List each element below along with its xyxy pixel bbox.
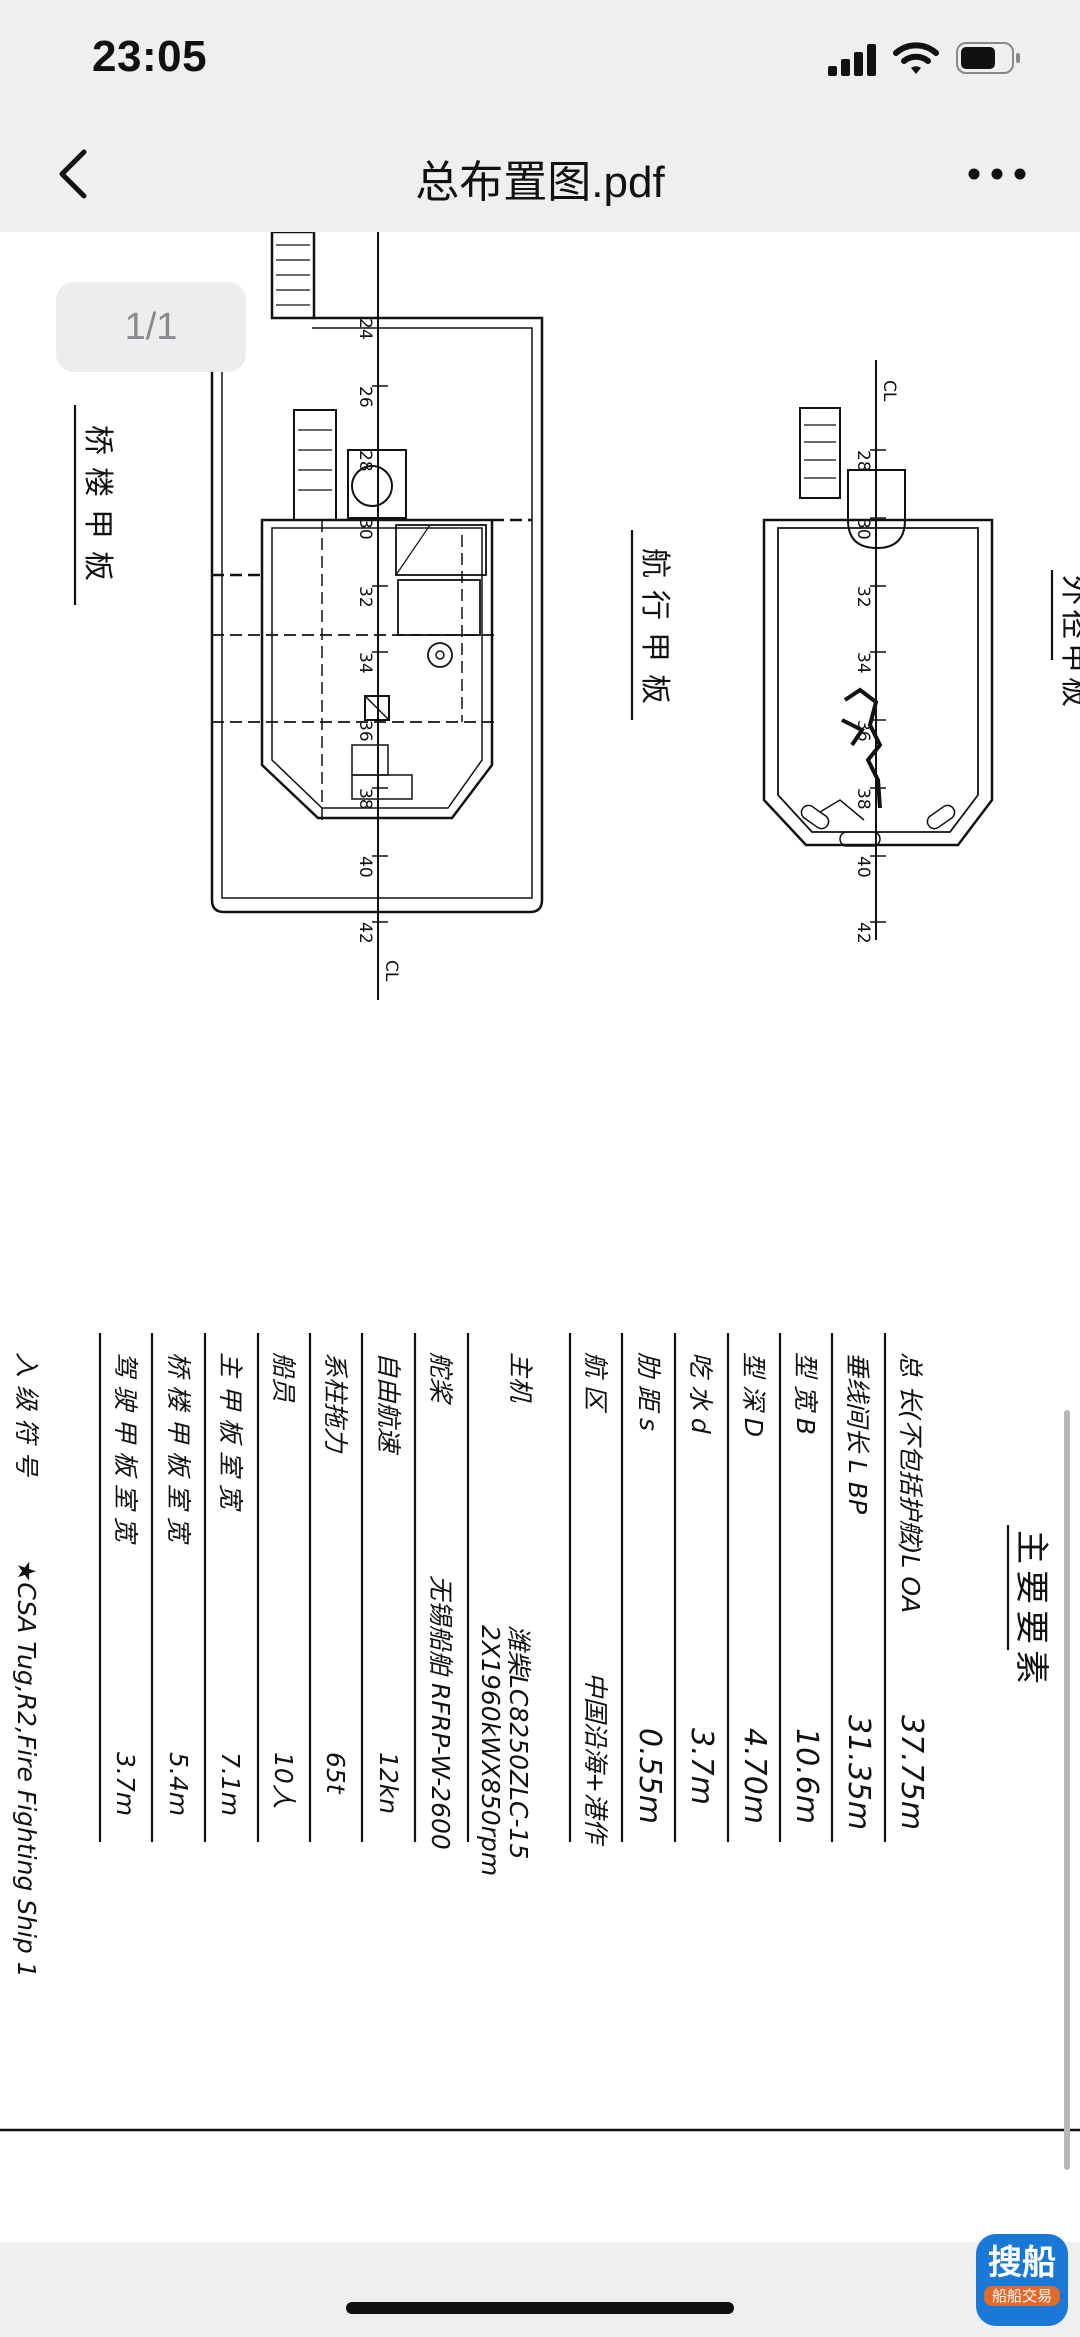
spec-label: 吃 水 d <box>686 1352 715 1434</box>
status-time: 23:05 <box>92 32 208 81</box>
status-bar: 23:05 <box>0 0 1080 120</box>
frame-label: 24 <box>355 318 375 340</box>
home-indicator[interactable] <box>346 2302 734 2314</box>
spec-value: 4.70m <box>737 1728 772 1824</box>
frame-label: 30 <box>355 518 375 540</box>
spec-label: 系柱拖力 <box>321 1352 350 1454</box>
watermark-logo: 搜船 船船交易 <box>976 2234 1068 2326</box>
scrollbar[interactable] <box>1064 1410 1070 2170</box>
bottom-bar <box>0 2242 1080 2337</box>
frame-label: 28 <box>853 450 873 472</box>
frame-label: 34 <box>853 652 873 674</box>
spec-value: 3.7m <box>684 1728 719 1805</box>
spec-value: 无锡船舶 RFRP-W-2600 <box>426 1575 455 1850</box>
frame-label: 40 <box>355 856 375 878</box>
spec-label: 桥 楼 甲 板 室 宽 <box>164 1352 193 1545</box>
frame-label: 36 <box>355 720 375 742</box>
frame-label: 32 <box>853 586 873 608</box>
spec-value: 中国沿海+港作 <box>581 1672 610 1847</box>
wifi-icon <box>893 42 939 74</box>
spec-label: 总 长(不包括护舷)L OA <box>896 1352 925 1613</box>
spec-value-secondary: 2X1960kWX850rpm <box>476 1625 505 1876</box>
frame-label: 36 <box>853 720 873 742</box>
spec-value: 37.75m <box>894 1715 929 1830</box>
spec-value: 5.4m <box>164 1752 193 1816</box>
spec-label: 驾 驶 甲 板 室 宽 <box>111 1352 140 1545</box>
spec-label: 主机 <box>506 1352 535 1403</box>
spec-value: 3.7m <box>111 1752 140 1816</box>
spec-value: 10人 <box>269 1752 298 1809</box>
pdf-viewer[interactable]: 24 26 28 30 32 34 36 38 40 42 CL 28 30 3… <box>0 232 1080 2242</box>
nav-deck-label: 航行甲板 <box>637 548 672 716</box>
spec-value: 0.55m <box>632 1728 667 1824</box>
spec-label: 垂线间长 L BP <box>843 1352 872 1515</box>
spec-label: 航 区 <box>581 1352 610 1414</box>
document-title: 总布置图.pdf <box>415 158 665 207</box>
spec-label: 型 深 D <box>739 1352 768 1437</box>
frame-label: 34 <box>355 652 375 674</box>
spec-label: 主 甲 板 室 宽 <box>216 1352 245 1512</box>
spec-label: 型 宽 B <box>791 1352 820 1435</box>
centerline-label: CL <box>879 380 899 402</box>
page-indicator: 1/1 <box>56 282 246 372</box>
back-arrow-icon[interactable] <box>46 144 106 204</box>
watermark-logo-text: 搜船 <box>988 2243 1056 2283</box>
spec-value: 7.1m <box>216 1752 245 1816</box>
frame-label: 40 <box>853 856 873 878</box>
spec-value: 潍柴LC8250ZLC-15 <box>504 1625 533 1859</box>
spec-label: 自由航速 <box>374 1352 403 1456</box>
signal-icon <box>828 44 876 76</box>
spec-value: 31.35m <box>841 1715 876 1830</box>
battery-icon <box>956 42 1020 74</box>
nav-bar: 总布置图.pdf <box>0 120 1080 233</box>
centerline-label: CL <box>381 960 401 982</box>
particulars-heading: 主要要素 <box>1011 1530 1051 1690</box>
main-deck-label: 外径甲板 <box>1057 575 1080 711</box>
spec-label: 入 级 符 号 <box>12 1352 41 1478</box>
frame-label: 30 <box>853 518 873 540</box>
frame-label: 42 <box>853 922 873 944</box>
watermark-logo-subtext: 船船交易 <box>984 2286 1060 2306</box>
frame-label: 26 <box>355 386 375 408</box>
spec-value: 10.6m <box>789 1728 824 1824</box>
spec-label: 肋 距 s <box>634 1352 663 1431</box>
spec-label: 舵桨 <box>426 1352 455 1406</box>
frame-label: 28 <box>355 450 375 472</box>
bridge-deck-label: 桥楼甲板 <box>80 425 115 593</box>
spec-value: 65t <box>321 1752 350 1795</box>
more-options-icon[interactable] <box>962 144 1032 204</box>
spec-value: ★CSA Tug,R2,Fire Fighting Ship 1 <box>12 1560 41 1978</box>
spec-value: 12kn <box>374 1752 403 1814</box>
frame-label: 38 <box>853 788 873 810</box>
frame-label: 38 <box>355 788 375 810</box>
spec-label: 船员 <box>269 1352 298 1403</box>
frame-label: 42 <box>355 922 375 944</box>
general-arrangement-drawing: 24 26 28 30 32 34 36 38 40 42 CL 28 30 3… <box>0 232 1080 2132</box>
frame-label: 32 <box>355 586 375 608</box>
